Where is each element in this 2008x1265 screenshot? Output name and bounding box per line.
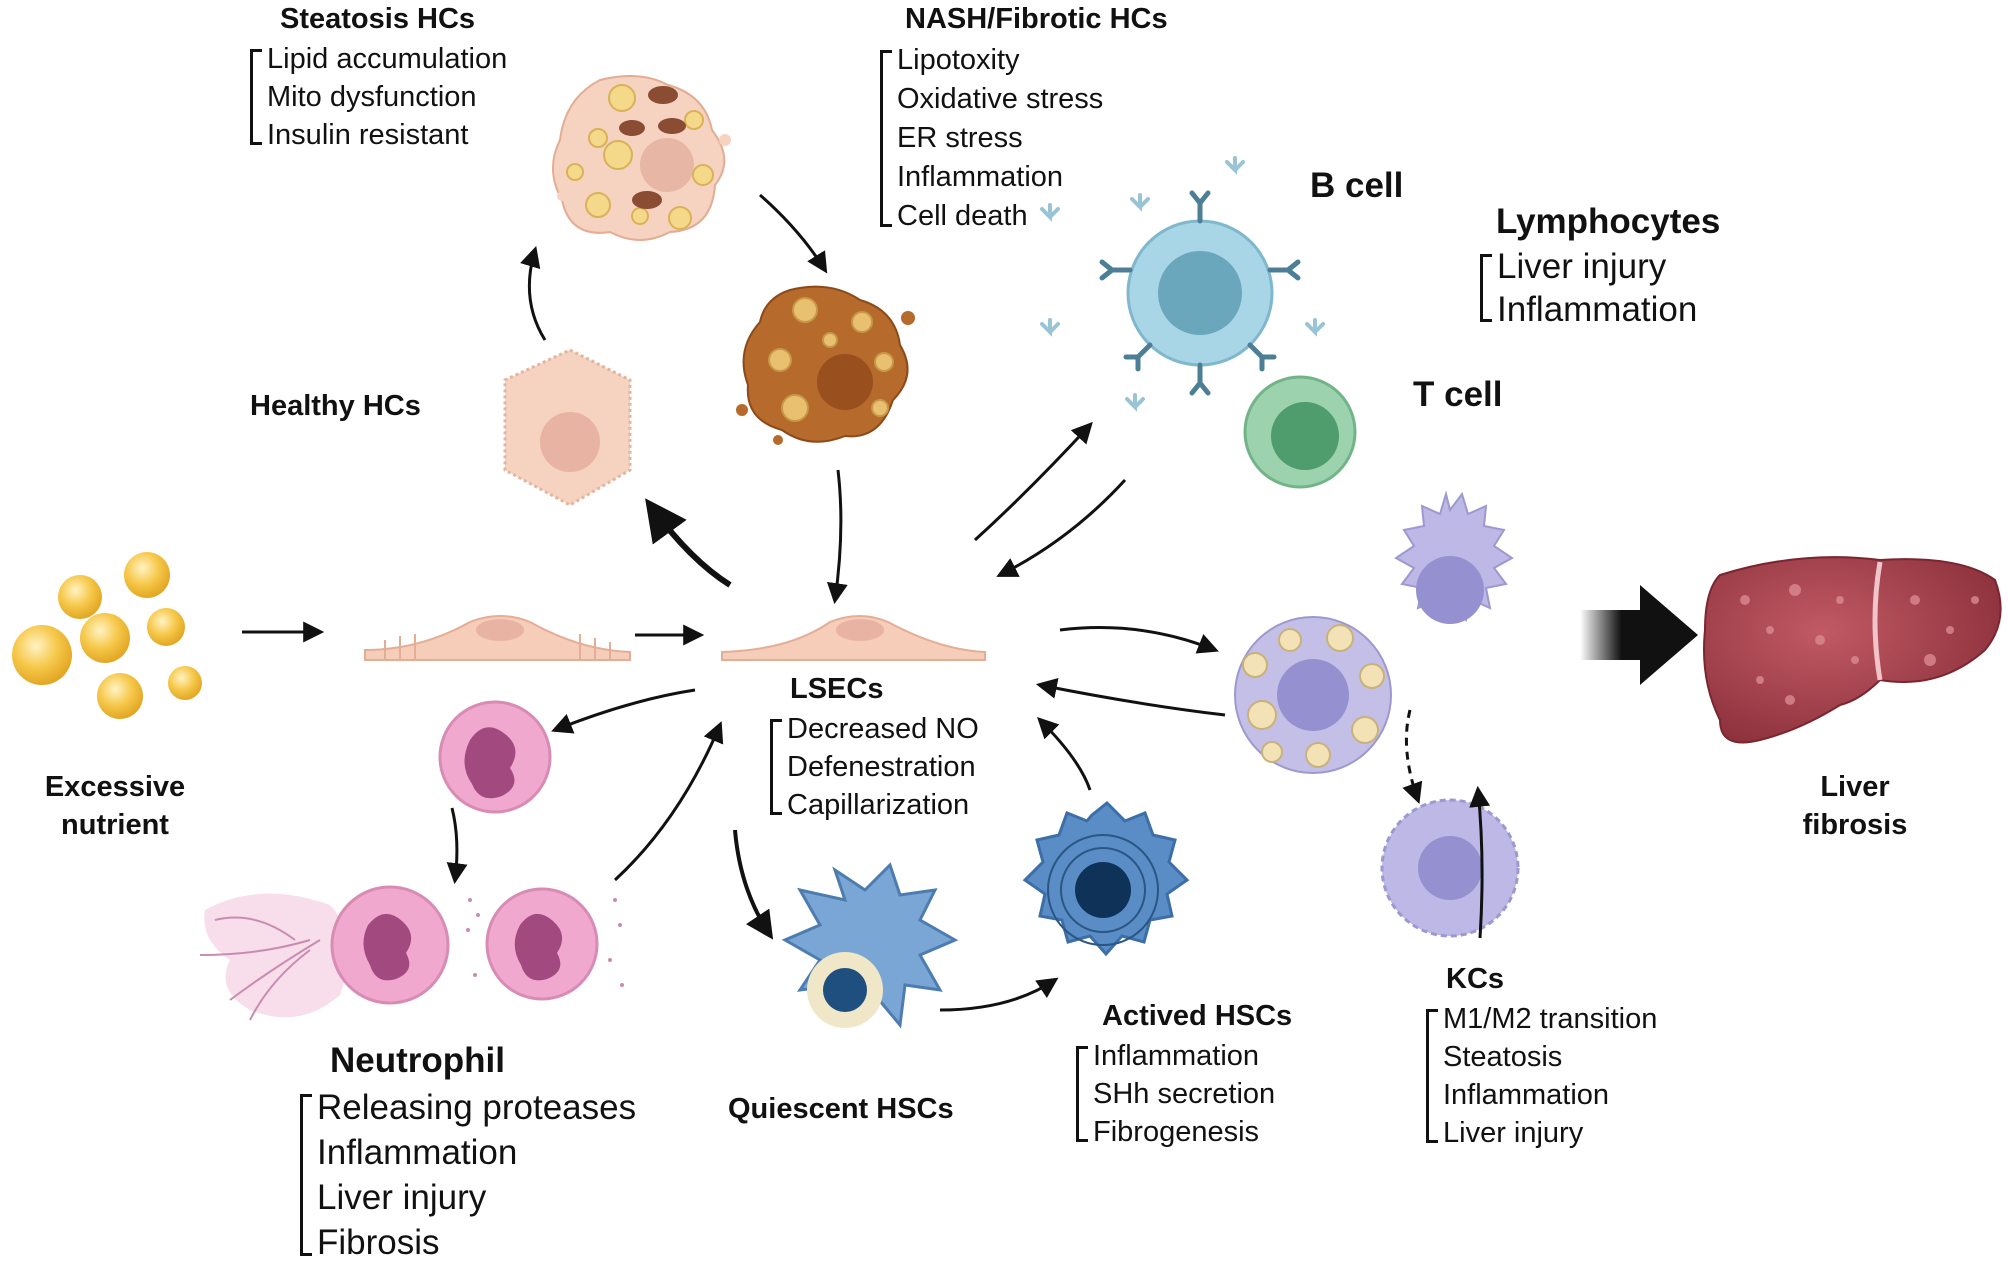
lipid-droplet-icon xyxy=(12,552,202,719)
steatosis-title: Steatosis HCs xyxy=(280,3,476,35)
nash-item: Cell death xyxy=(897,200,1028,232)
kcs-item: Liver injury xyxy=(1443,1117,1584,1149)
actived-hscs-item: Fibrogenesis xyxy=(1093,1116,1260,1148)
nash-item: Oxidative stress xyxy=(897,83,1104,115)
neutrophil-block: Neutrophil Releasing proteases Inflammat… xyxy=(300,1038,636,1265)
neutrophil-icon xyxy=(466,887,624,1001)
nash-title: NASH/Fibrotic HCs xyxy=(905,3,1168,35)
lsecs-items: Decreased NO Defenestration Capillarizat… xyxy=(770,710,979,824)
big-arrow xyxy=(1580,585,1698,685)
kupffer-cell-icon xyxy=(1380,798,1520,938)
lsecs-item: Defenestration xyxy=(787,751,976,783)
lsec-icon xyxy=(721,615,986,661)
nash-item: ER stress xyxy=(897,122,1023,154)
kcs-item: Inflammation xyxy=(1443,1079,1610,1111)
lymphocytes-title: Lymphocytes xyxy=(1496,202,1721,241)
lsecs-item: Capillarization xyxy=(787,789,970,821)
b-cell-label: B cell xyxy=(1310,166,1404,205)
kcs-title: KCs xyxy=(1446,963,1505,995)
kcs-block: KCs M1/M2 transition Steatosis Inflammat… xyxy=(1426,960,1657,1152)
lymphocytes-block: Lymphocytes Liver injury Inflammation xyxy=(1480,200,1720,331)
actived-hscs-items: Inflammation SHh secretion Fibrogenesis xyxy=(1076,1037,1292,1151)
nash-item: Lipotoxity xyxy=(897,44,1020,76)
arrows xyxy=(242,193,1491,1012)
neutrophil-items: Releasing proteases Inflammation Liver i… xyxy=(300,1085,636,1265)
lsecs-item: Decreased NO xyxy=(787,713,979,745)
lsec-icon xyxy=(364,615,631,661)
excessive-nutrient-line-1: Excessive xyxy=(44,771,186,803)
hepatocyte-icon xyxy=(503,348,632,507)
t-cell-label: T cell xyxy=(1413,375,1503,414)
healthy-hcs-label: Healthy HCs xyxy=(250,390,421,422)
quiescent-hscs-label: Quiescent HSCs xyxy=(728,1093,954,1125)
lsecs-block: LSECs Decreased NO Defenestration Capill… xyxy=(770,670,979,824)
actived-hscs-block: Actived HSCs Inflammation SHh secretion … xyxy=(1076,997,1292,1151)
lymphocytes-item: Inflammation xyxy=(1497,290,1698,329)
neutrophil-icon xyxy=(438,700,552,814)
kupffer-cell-icon xyxy=(1394,490,1514,624)
actived-hscs-item: SHh secretion xyxy=(1093,1078,1276,1110)
kupffer-cell-icon xyxy=(1234,616,1392,774)
nash-block: NASH/Fibrotic HCs Lipotoxity Oxidative s… xyxy=(880,0,1168,236)
neutrophil-item: Fibrosis xyxy=(317,1223,440,1262)
kcs-item: Steatosis xyxy=(1443,1041,1563,1073)
neutrophil-item: Inflammation xyxy=(317,1133,518,1172)
nash-items: Lipotoxity Oxidative stress ER stress In… xyxy=(880,41,1168,236)
actived-hscs-item: Inflammation xyxy=(1093,1040,1260,1072)
lymphocytes-item: Liver injury xyxy=(1497,247,1667,286)
liver-icon xyxy=(1703,556,2002,744)
steatotic-hepatocyte-icon xyxy=(551,75,731,241)
fibrotic-hepatocyte-icon xyxy=(736,285,915,445)
b-cell-icon xyxy=(1040,156,1325,412)
excessive-nutrient-line-2: nutrient xyxy=(61,809,169,841)
t-cell-icon xyxy=(1243,375,1357,489)
steatosis-items: Lipid accumulation Mito dysfunction Insu… xyxy=(250,40,507,154)
steatosis-item: Insulin resistant xyxy=(267,119,469,151)
liver-fibrosis-line-2: fibrosis xyxy=(1802,809,1908,841)
kcs-item: M1/M2 transition xyxy=(1443,1003,1658,1035)
neutrophil-item: Liver injury xyxy=(317,1178,487,1217)
steatosis-item: Lipid accumulation xyxy=(267,43,508,75)
steatosis-block: Steatosis HCs Lipid accumulation Mito dy… xyxy=(250,0,507,154)
liver-fibrosis-label: Liver fibrosis xyxy=(1780,768,1930,844)
nash-item: Inflammation xyxy=(897,161,1064,193)
actived-hscs-title: Actived HSCs xyxy=(1102,1000,1293,1032)
neutrophil-item: Releasing proteases xyxy=(317,1088,637,1127)
lymphocytes-items: Liver injury Inflammation xyxy=(1480,245,1720,331)
steatosis-item: Mito dysfunction xyxy=(267,81,477,113)
net-neutrophil-icon xyxy=(199,885,450,1021)
quiescent-hsc-icon xyxy=(781,862,959,1029)
neutrophil-title: Neutrophil xyxy=(330,1041,505,1080)
excessive-nutrient-label: Excessive nutrient xyxy=(30,768,200,844)
kcs-items: M1/M2 transition Steatosis Inflammation … xyxy=(1426,1000,1657,1152)
activated-hsc-icon xyxy=(1022,800,1190,957)
liver-fibrosis-line-1: Liver xyxy=(1820,771,1890,803)
lsecs-title: LSECs xyxy=(790,673,884,705)
